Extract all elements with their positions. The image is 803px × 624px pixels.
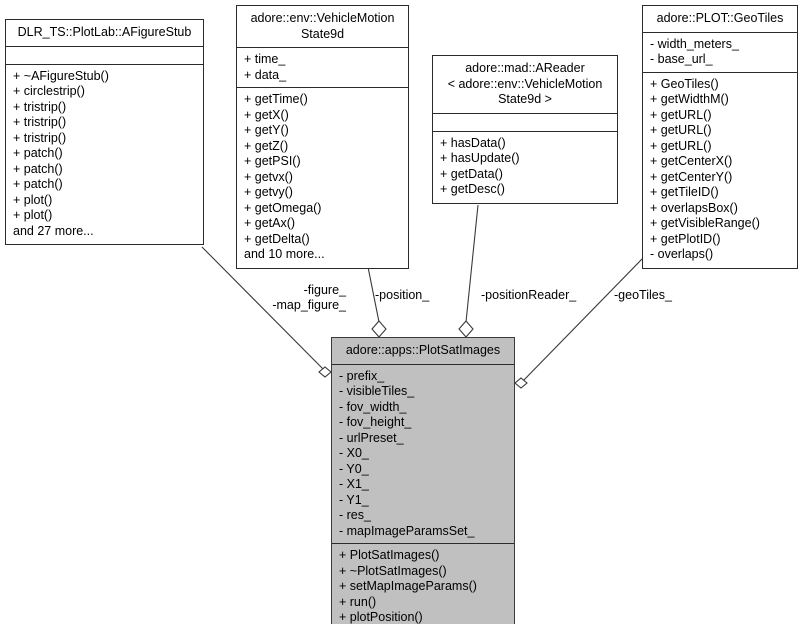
member: - visibleTiles_ (339, 384, 415, 398)
member: + overlapsBox() (650, 200, 738, 215)
member: + run() (339, 594, 377, 609)
member: + plot() (13, 208, 53, 222)
edge-geo-tiles (514, 256, 645, 389)
member: - mapImageParamsSet_ (339, 523, 475, 538)
class-title-afigurestub: DLR_TS::PlotLab::AFigureStub (6, 20, 203, 47)
edge-label-figure: -figure_ -map_figure_ (272, 283, 346, 312)
member: + getAx() (244, 216, 296, 230)
member: + time_ (244, 52, 286, 66)
class-box-afigurestub[interactable]: DLR_TS::PlotLab::AFigureStub + ~AFigureS… (5, 19, 204, 245)
member: + getURL() (650, 107, 712, 122)
member: + getvy() (244, 185, 293, 199)
member: + getVisibleRange() (650, 216, 760, 230)
member: + plotPosition() (339, 610, 423, 624)
class-title-plotsatimages: adore::apps::PlotSatImages (332, 338, 514, 365)
class-operations-geotiles: + GeoTiles() + getWidthM() + getURL() + … (643, 73, 797, 268)
class-box-vehiclemotionstate9d[interactable]: adore::env::VehicleMotion State9d + time… (236, 5, 409, 269)
member: + getDesc() (440, 182, 505, 196)
class-operations-plotsatimages: + PlotSatImages() + ~PlotSatImages() + s… (332, 544, 514, 624)
member: + patch() (13, 161, 63, 176)
edge-position-reader (458, 204, 479, 338)
member: + getvx() (244, 169, 293, 184)
member: and 10 more... (244, 247, 325, 261)
member: - X1_ (339, 477, 369, 491)
class-box-geotiles[interactable]: adore::PLOT::GeoTiles - width_meters_ - … (642, 5, 798, 269)
member: + getPlotID() (650, 231, 721, 246)
member: - res_ (339, 508, 371, 522)
member: - width_meters_ (650, 36, 739, 51)
edge-label-position-reader: -positionReader_ (481, 288, 577, 302)
member: + data_ (244, 67, 287, 82)
member: + hasData() (440, 135, 506, 150)
member: - Y0_ (339, 461, 369, 476)
class-attributes-vehiclemotionstate9d: + time_ + data_ (237, 48, 408, 88)
class-title-areader: adore::mad::AReader < adore::env::Vehicl… (433, 56, 617, 114)
member: + getOmega() (244, 200, 322, 215)
member: + getWidthM() (650, 92, 729, 106)
edge-figure (201, 246, 332, 378)
member: + patch() (13, 146, 63, 160)
class-attributes-areader (433, 114, 617, 132)
member: - fov_width_ (339, 399, 407, 414)
member: + getURL() (650, 138, 712, 153)
class-operations-areader: + hasData() + hasUpdate() + getData() + … (433, 132, 617, 203)
member: + plot() (13, 192, 53, 207)
class-title-vehiclemotionstate9d: adore::env::VehicleMotion State9d (237, 6, 408, 48)
member: - prefix_ (339, 368, 385, 383)
member: + circlestrip() (13, 84, 85, 98)
edge-label-position: -position_ (375, 288, 430, 302)
class-attributes-geotiles: - width_meters_ - base_url_ (643, 33, 797, 73)
member: + setMapImageParams() (339, 579, 477, 593)
member: + tristrip() (13, 99, 67, 114)
member: - urlPreset_ (339, 430, 404, 445)
member: + patch() (13, 177, 63, 191)
member: + getCenterX() (650, 154, 733, 168)
member: + PlotSatImages() (339, 548, 440, 562)
class-operations-afigurestub: + ~AFigureStub() + circlestrip() + trist… (6, 65, 203, 245)
edge-label-geo-tiles: -geoTiles_ (614, 288, 672, 302)
member: + getURL() (650, 123, 712, 137)
member: + tristrip() (13, 115, 67, 129)
member: + getCenterY() (650, 169, 733, 184)
member: - Y1_ (339, 492, 369, 507)
class-operations-vehiclemotionstate9d: + getTime() + getX() + getY() + getZ() +… (237, 88, 408, 268)
member: + getData() (440, 166, 503, 181)
class-attributes-plotsatimages: - prefix_ - visibleTiles_ - fov_width_ -… (332, 365, 514, 544)
member: + getY() (244, 123, 289, 137)
member: - base_url_ (650, 52, 713, 66)
class-box-areader[interactable]: adore::mad::AReader < adore::env::Vehicl… (432, 55, 618, 204)
member: + tristrip() (13, 130, 67, 145)
member: + ~AFigureStub() (13, 68, 109, 83)
member: and 27 more... (13, 223, 94, 238)
member: - overlaps() (650, 247, 714, 261)
member: + getDelta() (244, 231, 310, 246)
member: + getZ() (244, 138, 289, 153)
member: + GeoTiles() (650, 76, 719, 91)
member: - X0_ (339, 446, 369, 460)
class-box-plotsatimages[interactable]: adore::apps::PlotSatImages - prefix_ - v… (331, 337, 515, 624)
member: - fov_height_ (339, 415, 412, 429)
class-attributes-afigurestub (6, 47, 203, 65)
class-title-geotiles: adore::PLOT::GeoTiles (643, 6, 797, 33)
member: + getTime() (244, 92, 308, 106)
member: + hasUpdate() (440, 151, 520, 165)
member: + ~PlotSatImages() (339, 563, 447, 578)
member: + getX() (244, 107, 289, 122)
member: + getPSI() (244, 154, 301, 168)
member: + getTileID() (650, 185, 719, 199)
